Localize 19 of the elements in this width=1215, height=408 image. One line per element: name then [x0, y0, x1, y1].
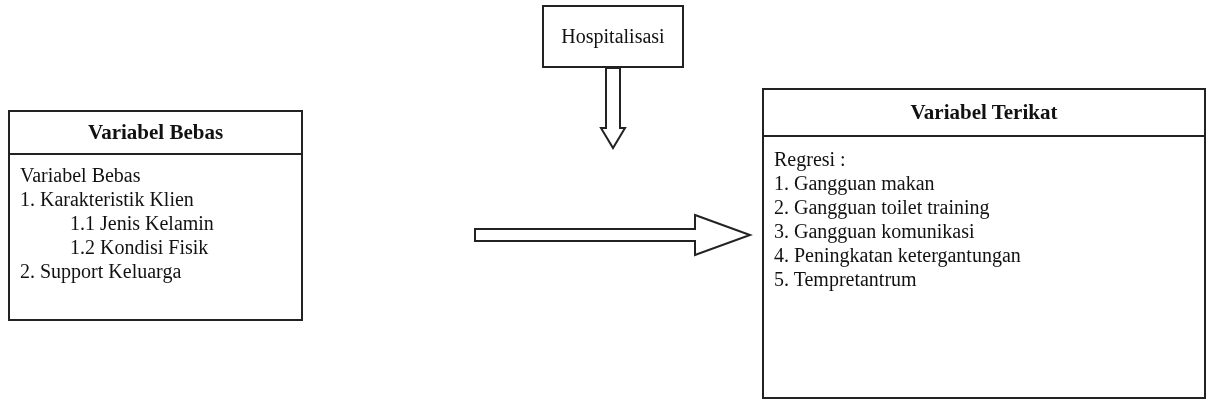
- list-item: 2. Support Keluarga: [20, 259, 183, 283]
- list-item: 1.2 Kondisi Fisik: [69, 235, 210, 259]
- box-heading: Variabel Terikat: [910, 100, 1058, 124]
- list-item: 4. Peningkatan ketergantungan: [774, 243, 1022, 267]
- list-item: 3. Gangguan komunikasi: [774, 219, 976, 243]
- variable-box: [762, 88, 1206, 399]
- list-item: 1.1 Jenis Kelamin: [69, 211, 215, 235]
- list-item: 5. Tempretantrum: [774, 267, 918, 291]
- list-item: 1. Karakteristik Klien: [20, 187, 195, 211]
- hollow-arrow: [599, 67, 627, 150]
- process-box: [542, 5, 684, 68]
- hollow-arrow: [474, 213, 753, 257]
- list-item: Regresi :: [774, 147, 847, 171]
- list-item: Variabel Bebas: [20, 163, 142, 187]
- variable-box: [8, 110, 303, 321]
- list-item: 1. Gangguan makan: [774, 171, 936, 195]
- box-heading: Variabel Bebas: [87, 120, 224, 144]
- list-item: 2. Gangguan toilet training: [774, 195, 991, 219]
- box-label: Hospitalisasi: [561, 25, 665, 48]
